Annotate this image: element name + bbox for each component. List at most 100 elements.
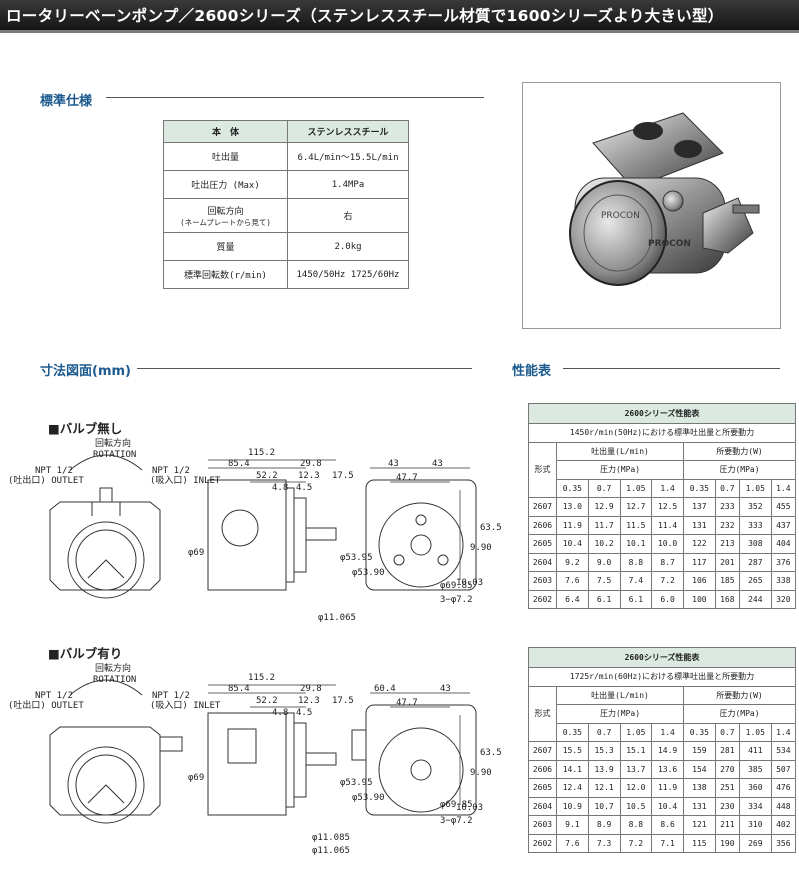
front-view-arrow — [87, 559, 125, 579]
perf-pressure-header: 圧力(MPa) — [556, 704, 684, 724]
spec-header-label: 本 体 — [163, 120, 288, 143]
end-view-valve — [351, 729, 367, 761]
perf-value-cell: 12.0 — [619, 778, 653, 798]
perf-table-60hz: 2600シリーズ性能表 1725r/min(60Hz)における標準吐出量と所要動… — [528, 647, 797, 853]
dim-d1: 115.2 — [248, 448, 275, 458]
perf-value-cell: 7.6 — [556, 833, 589, 853]
perf-group-row: 形式 吐出量(L/min) 所要動力(W) — [528, 685, 796, 742]
spec-row: 吐出圧力 (Max) 1.4MPa — [163, 170, 409, 199]
drawing-no-valve: 回転方向 ROTATION NPT 1/2 (吐出口) OUTLET NPT 1… — [8, 437, 502, 623]
perf-value-cell: 352 — [738, 497, 772, 517]
perf-value-cell: 411 — [738, 741, 772, 761]
perf-value-cell: 9.2 — [556, 552, 589, 572]
pressure-value: 1.4 — [651, 478, 684, 498]
perf-model-cell: 2603 — [528, 815, 557, 835]
perf-value-cell: 308 — [738, 534, 772, 554]
perf-value-cell: 8.6 — [651, 815, 684, 835]
perf-value-cell: 13.9 — [587, 759, 621, 779]
perf-value-cell: 10.2 — [587, 534, 621, 554]
perf-pressure-header: 圧力(MPa) — [683, 704, 796, 724]
front-view-circle-outer — [67, 746, 145, 824]
dim-d3: 29.8 — [300, 459, 322, 469]
perf-value-cell: 122 — [683, 534, 716, 554]
perf-value-cell: 10.4 — [651, 796, 684, 816]
perf-pressure-row: 圧力(MPa) 圧力(MPa) — [529, 460, 796, 480]
dim-phi69: φ69 — [188, 548, 204, 558]
perf-model-cell: 2605 — [528, 778, 557, 798]
spec-label: 質量 — [163, 232, 288, 261]
dim-phi11: φ11.065 — [318, 613, 356, 623]
dim-d13: 9.90 — [470, 768, 492, 778]
perf-value-cell: 6.1 — [619, 589, 653, 609]
spec-header-value: ステンレススチール — [287, 120, 409, 143]
perf-value-cell: 333 — [738, 515, 772, 535]
front-view-circle-outer — [67, 521, 145, 599]
page-title: ロータリーベーンポンプ／2600シリーズ（ステンレススチール材質で1600シリー… — [0, 0, 799, 33]
dim-d9: 60.4 — [374, 684, 396, 694]
front-view-ports — [91, 502, 121, 516]
perf-value-cell: 12.7 — [619, 497, 653, 517]
side-view-shaft — [305, 527, 337, 541]
dim-d10: 43 — [440, 684, 451, 694]
perf-subtitle: 1450r/min(50Hz)における標準吐出量と所要動力 — [528, 423, 796, 443]
perf-value-cell: 211 — [714, 815, 740, 835]
end-view-shaft — [410, 759, 432, 781]
dim-d9: 43 — [388, 459, 399, 469]
dim-d11: 47.7 — [396, 698, 418, 708]
perf-value-cell: 11.9 — [651, 778, 684, 798]
front-view-circle-inner — [75, 754, 137, 816]
perf-flow-header: 吐出量(L/min) — [556, 441, 684, 461]
end-view-shaft — [410, 534, 432, 556]
perf-title-row: 2600シリーズ性能表 — [528, 647, 796, 668]
perf-value-cell: 115 — [683, 833, 716, 853]
perf-model-header: 形式 — [528, 685, 557, 742]
perf-value-cell: 190 — [714, 833, 740, 853]
pressure-value: 0.7 — [587, 478, 621, 498]
dim-phi5390: φ53.90 — [352, 793, 385, 803]
perf-value-cell: 233 — [714, 497, 740, 517]
perf-value-cell: 11.5 — [619, 515, 653, 535]
perf-model-cell: 2605 — [528, 534, 557, 554]
pressure-value: 0.35 — [683, 478, 716, 498]
perf-value-cell: 13.7 — [619, 759, 653, 779]
dim-phi69: φ69 — [188, 773, 204, 783]
perf-model-cell: 2607 — [528, 497, 557, 517]
perf-model-cell: 2604 — [528, 552, 557, 572]
perf-value-cell: 7.2 — [619, 833, 653, 853]
dim-d11: 47.7 — [396, 473, 418, 483]
perf-value-cell: 270 — [714, 759, 740, 779]
perf-value-cell: 230 — [714, 796, 740, 816]
perf-value-cell: 6.0 — [651, 589, 684, 609]
perf-value-cell: 100 — [683, 589, 716, 609]
perf-value-cell: 15.1 — [619, 741, 653, 761]
perf-title: 2600シリーズ性能表 — [528, 403, 796, 424]
dim-phi5395: φ53.95 — [340, 778, 373, 788]
perf-model-cell: 2604 — [528, 796, 557, 816]
spec-header-row: 本 体 ステンレススチール — [163, 120, 409, 143]
front-view-body — [49, 501, 161, 591]
perf-value-cell: 131 — [683, 796, 716, 816]
npt-right: NPT 1/2 — [152, 466, 190, 476]
rotation-ja: 回転方向 — [95, 662, 131, 674]
dim-holes: 3−φ7.2 — [440, 595, 473, 605]
dim-d7: 4.8 — [272, 708, 288, 718]
perf-value-cell: 534 — [770, 741, 797, 761]
perf-value-cell: 12.9 — [587, 497, 621, 517]
perf-value-cell: 12.5 — [651, 497, 684, 517]
perf-value-cell: 507 — [770, 759, 797, 779]
rotation-en: ROTATION — [93, 675, 136, 685]
perf-value-cell: 11.7 — [587, 515, 621, 535]
dim-d3: 29.8 — [300, 684, 322, 694]
perf-heading-rule — [563, 368, 780, 369]
dim-d6: 17.5 — [332, 471, 354, 481]
drawing-with-valve: 回転方向 ROTATION NPT 1/2 (吐出口) OUTLET NPT 1… — [8, 662, 502, 856]
perf-value-cell: 437 — [770, 515, 797, 535]
end-view-bolt-hole — [393, 554, 405, 566]
perf-value-cell: 251 — [714, 778, 740, 798]
side-view-shaft — [305, 752, 337, 766]
spec-value: 1450/50Hz 1725/60Hz — [287, 260, 409, 289]
perf-value-cell: 12.1 — [587, 778, 621, 798]
